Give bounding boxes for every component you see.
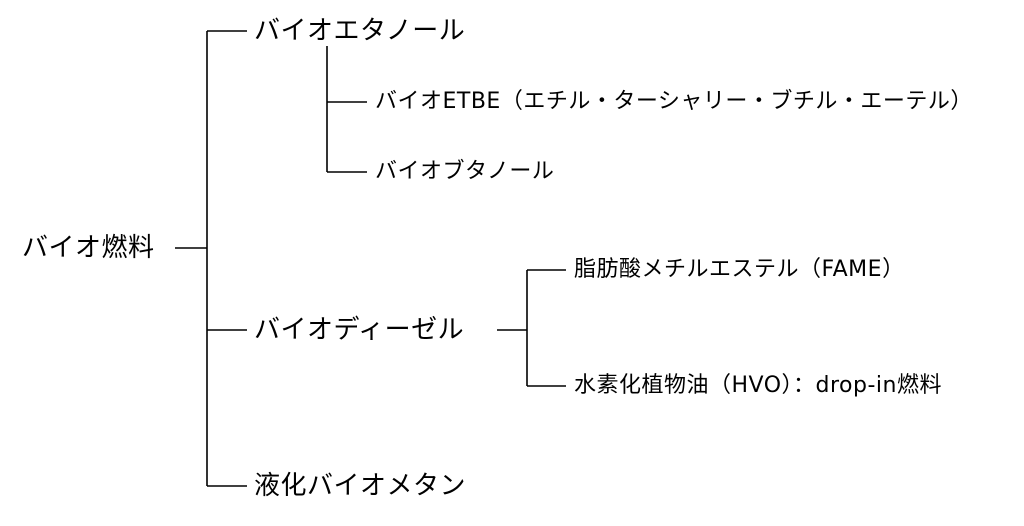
node-biofuel: バイオ燃料 bbox=[22, 233, 155, 263]
node-liquefied-biomethane: 液化バイオメタン bbox=[254, 471, 467, 501]
node-fame: 脂肪酸メチルエステル（FAME） bbox=[574, 257, 905, 282]
node-hvo: 水素化植物油（HVO）：drop-in燃料 bbox=[574, 373, 942, 398]
node-bioethanol: バイオエタノール bbox=[254, 16, 466, 46]
node-biodiesel: バイオディーゼル bbox=[254, 315, 465, 345]
node-bio-etbe: バイオETBE（エチル・ターシャリー・ブチル・エーテル） bbox=[375, 89, 973, 114]
node-biobutanol: バイオブタノール bbox=[375, 159, 555, 184]
